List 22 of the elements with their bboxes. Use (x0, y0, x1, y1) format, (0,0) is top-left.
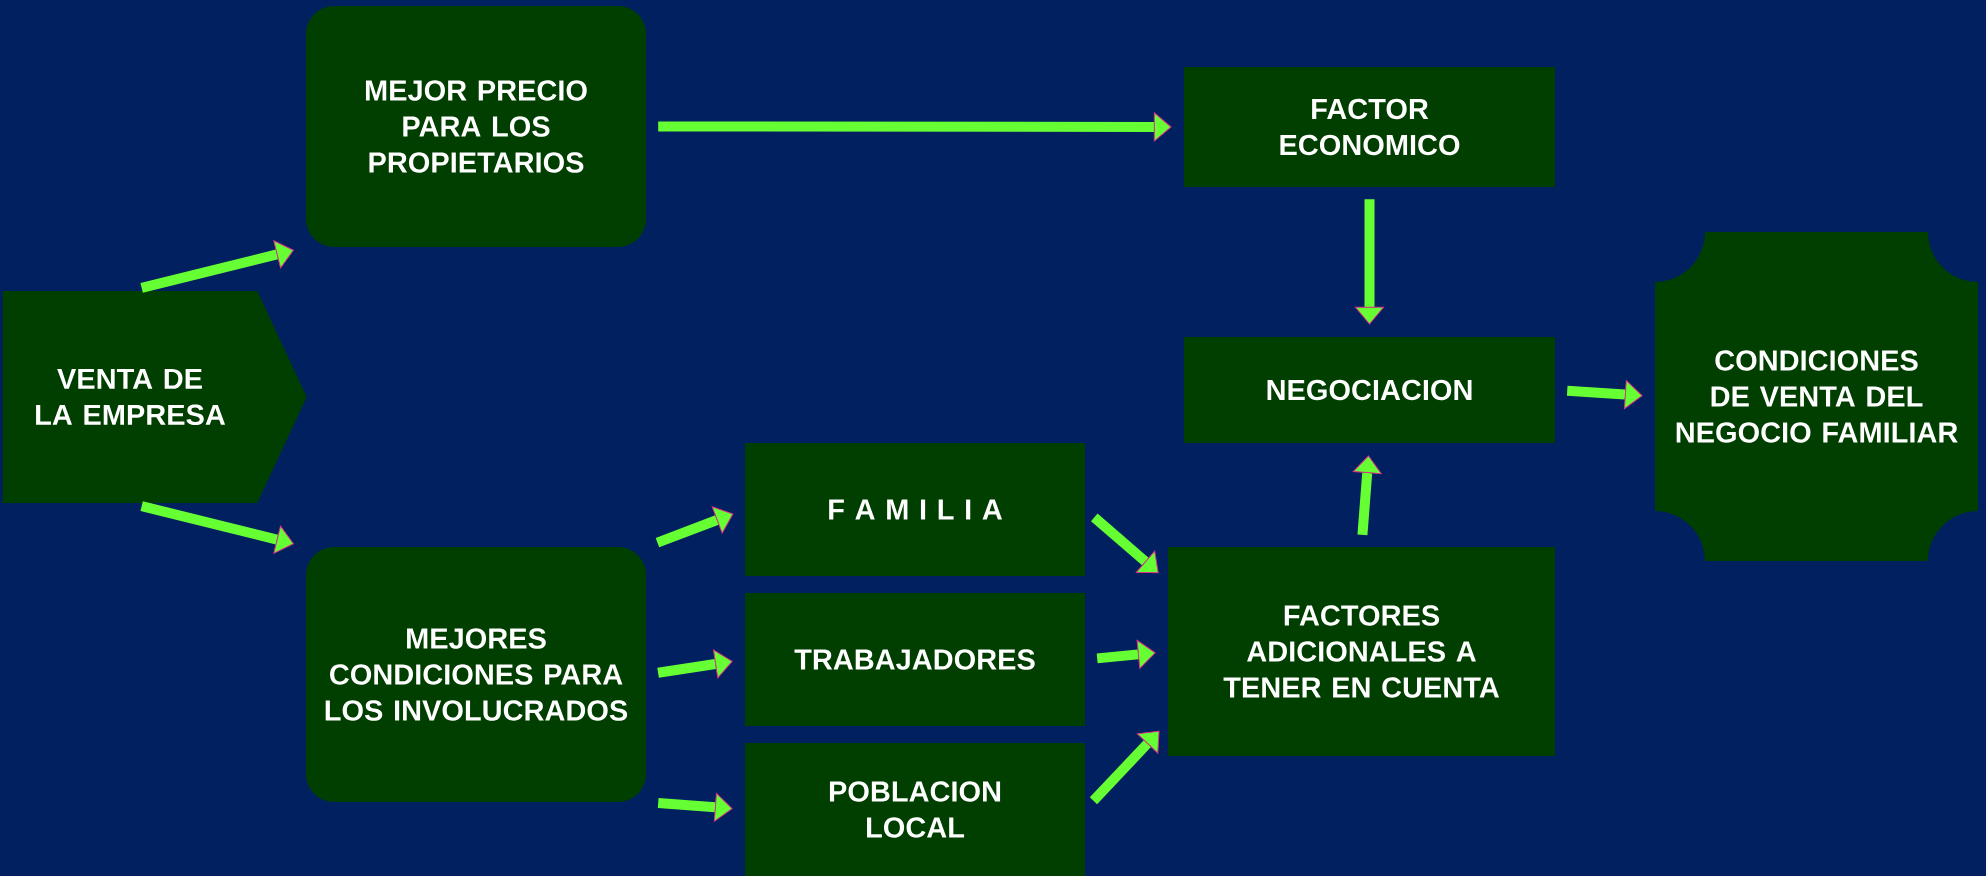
process-box: F A M I L I A (745, 443, 1085, 576)
arrow (1355, 199, 1385, 325)
arrow (1096, 639, 1156, 669)
rounded-box: MEJORES CONDICIONES PARA LOS INVOLUCRADOS (306, 547, 646, 802)
arrow (1566, 380, 1643, 410)
arrow (1352, 455, 1382, 536)
arrow (140, 240, 294, 293)
process-box: FACTORES ADICIONALES A TENER EN CUENTA (1168, 547, 1555, 756)
process-box: FACTOR ECONOMICO (1184, 67, 1555, 187)
process-box: TRABAJADORES (745, 593, 1085, 726)
arrow-shape-box: VENTA DE LA EMPRESA (2, 291, 307, 503)
arrow (658, 112, 1172, 142)
process-box: NEGOCIACION (1184, 337, 1555, 443)
arrow (655, 506, 734, 548)
arrow (657, 649, 733, 679)
arrow (657, 792, 733, 822)
arrow (1091, 513, 1159, 574)
plaque-box: CONDICIONES DE VENTA DEL NEGOCIO FAMILIAR (1655, 232, 1978, 561)
arrow (1089, 730, 1160, 805)
rounded-box: MEJOR PRECIO PARA LOS PROPIETARIOS (306, 6, 646, 247)
process-box: POBLACION LOCAL (745, 743, 1085, 876)
arrow (140, 501, 294, 554)
